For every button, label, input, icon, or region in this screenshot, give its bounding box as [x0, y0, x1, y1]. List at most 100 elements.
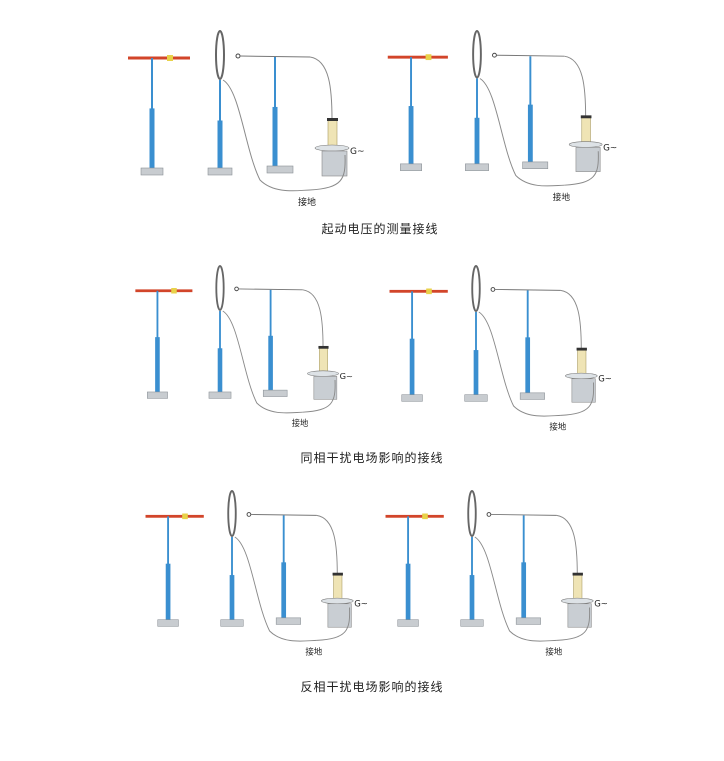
bushing-cap [572, 572, 583, 576]
pole-lower [527, 104, 533, 164]
transformer-top [314, 144, 350, 152]
test-transformer: G~ [565, 347, 612, 403]
wire-base [275, 617, 301, 625]
ring-base [465, 163, 489, 171]
probe-base [401, 394, 423, 402]
ring-electrode-stand [460, 490, 484, 627]
wire-base [266, 165, 294, 174]
ring-pole [474, 78, 480, 166]
transformer-tank [321, 150, 348, 177]
generator-label: G~ [594, 599, 608, 609]
horizontal-wire [490, 513, 557, 516]
ground-label: 接地 [553, 191, 571, 203]
probe-bar [387, 55, 448, 59]
probe-base [397, 619, 419, 627]
ground-wire [556, 607, 591, 641]
wire-base [522, 161, 549, 170]
test-transformer: G~ [568, 115, 617, 172]
ring-electrode [472, 30, 482, 79]
ground-wire [302, 379, 336, 413]
generator-label: G~ [350, 147, 365, 157]
pole-lower [473, 350, 479, 397]
wire-pole [272, 57, 278, 168]
ring-electrode-stand [220, 490, 244, 627]
probe-stand [389, 288, 448, 402]
ground-label: 接地 [292, 418, 309, 428]
wire-stand [492, 52, 565, 170]
probe-marker [425, 54, 432, 61]
horizontal-wire [238, 288, 303, 291]
horizontal-wire [496, 54, 565, 57]
test-setup-panel: G~接地 [135, 265, 353, 428]
wire-stand [486, 512, 557, 625]
ring-base [207, 167, 233, 176]
probe-pole [149, 58, 155, 170]
pole-lower [149, 108, 155, 170]
hv-lead-wire [309, 56, 333, 121]
wire-stand [234, 286, 303, 397]
wire-pole [281, 515, 287, 620]
pole-lower [155, 337, 160, 394]
pole-lower [217, 120, 223, 170]
transformer-top [561, 597, 594, 605]
horizontal-wire [250, 513, 317, 516]
pole-lower [408, 106, 414, 166]
pole-lower [521, 562, 527, 620]
ground-wire [222, 310, 303, 414]
ring-pole [217, 311, 223, 394]
ring-electrode [227, 490, 237, 538]
ground-wire [234, 536, 317, 642]
test-setup-panel: G~ 接地 [145, 490, 368, 657]
wire-terminal [486, 512, 492, 517]
probe-bar [128, 56, 190, 60]
ring-electrode [467, 490, 477, 538]
ring-pole [473, 312, 479, 397]
wire-stand [235, 53, 311, 174]
test-setup-panel: G~接地 [385, 490, 608, 657]
probe-marker [182, 513, 188, 520]
transformer-top [321, 597, 354, 605]
ring-base [464, 394, 488, 402]
horizontal-wire [239, 55, 311, 58]
bushing-cap [332, 572, 343, 576]
wire-terminal [234, 286, 239, 292]
probe-stand [128, 55, 190, 176]
test-setup-panel: G~ 接地 [387, 30, 617, 203]
test-setup-panel: G~ 接地 [128, 30, 365, 208]
ring-electrode-stand [208, 265, 232, 399]
test-transformer: G~ [561, 572, 608, 628]
wire-terminal [246, 512, 252, 517]
test-setup-panel: G~接地 [389, 265, 612, 432]
test-transformer: G~ [321, 572, 368, 628]
bushing-cap [576, 347, 587, 351]
ring-electrode [471, 265, 481, 313]
hv-lead-wire [560, 289, 582, 350]
hv-lead-wire [316, 514, 338, 575]
ground-wire [479, 78, 565, 187]
ground-label: 接地 [305, 647, 322, 657]
pole-lower [525, 337, 531, 395]
probe-stand [135, 288, 193, 399]
generator-label: G~ [603, 143, 617, 153]
probe-bar [389, 289, 448, 293]
probe-bar [145, 514, 204, 518]
pole-lower [469, 575, 475, 622]
probe-base [140, 167, 164, 176]
probe-pole [165, 516, 171, 622]
wire-base [262, 389, 288, 397]
generator-label: G~ [598, 374, 612, 384]
probe-bar [135, 289, 193, 293]
ground-wire [478, 311, 561, 417]
ring-pole [217, 80, 223, 170]
ring-pole [469, 537, 475, 622]
ring-electrode-stand [207, 30, 233, 176]
probe-base [400, 163, 423, 171]
caption-anti-phase-interference: 反相干扰电场影响的接线 [300, 680, 444, 694]
hv-lead-wire [302, 289, 324, 348]
pole-lower [229, 575, 235, 622]
transformer-tank [571, 378, 596, 403]
ground-label: 接地 [298, 196, 316, 208]
bushing [333, 574, 343, 601]
probe-pole [155, 290, 160, 394]
transformer-tank [575, 147, 601, 172]
